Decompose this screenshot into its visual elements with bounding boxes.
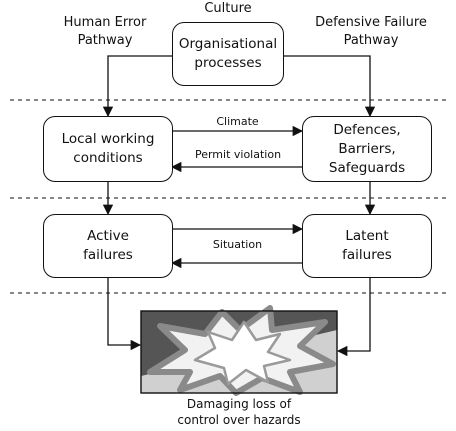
active-failures-box: Active failures [43, 214, 173, 278]
defences-barriers-safeguards-box: Defences, Barriers, Safeguards [302, 116, 432, 182]
defences-barriers-safeguards-text: Defences, Barriers, Safeguards [328, 121, 406, 176]
arrow-active-to-hazard [107, 277, 142, 351]
climate-label: Climate [216, 115, 259, 128]
active-failures-text: Active failures [83, 228, 133, 263]
hazard-caption: Damaging loss of control over hazards [177, 397, 301, 427]
arrow-latent-to-hazard [336, 277, 371, 357]
organisational-processes-text: Organisational processes [178, 36, 278, 71]
arrow-org-to-local [102, 55, 173, 118]
situation-label: Situation [212, 238, 263, 251]
local-working-conditions-text: Local working conditions [61, 131, 155, 166]
defensive-failure-pathway-label: Defensive Failure Pathway [315, 15, 427, 48]
local-working-conditions-box: Local working conditions [43, 116, 173, 182]
latent-failures-box: Latent failures [302, 214, 432, 278]
human-error-pathway-label: Human Error Pathway [63, 15, 147, 48]
organisational-processes-box: Organisational processes [172, 22, 284, 86]
permit-violation-label: Permit violation [194, 148, 282, 161]
hazard-explosion-image [140, 305, 338, 396]
latent-failures-text: Latent failures [342, 228, 392, 263]
arrow-org-to-defences [283, 55, 376, 118]
culture-label: Culture [204, 1, 252, 16]
